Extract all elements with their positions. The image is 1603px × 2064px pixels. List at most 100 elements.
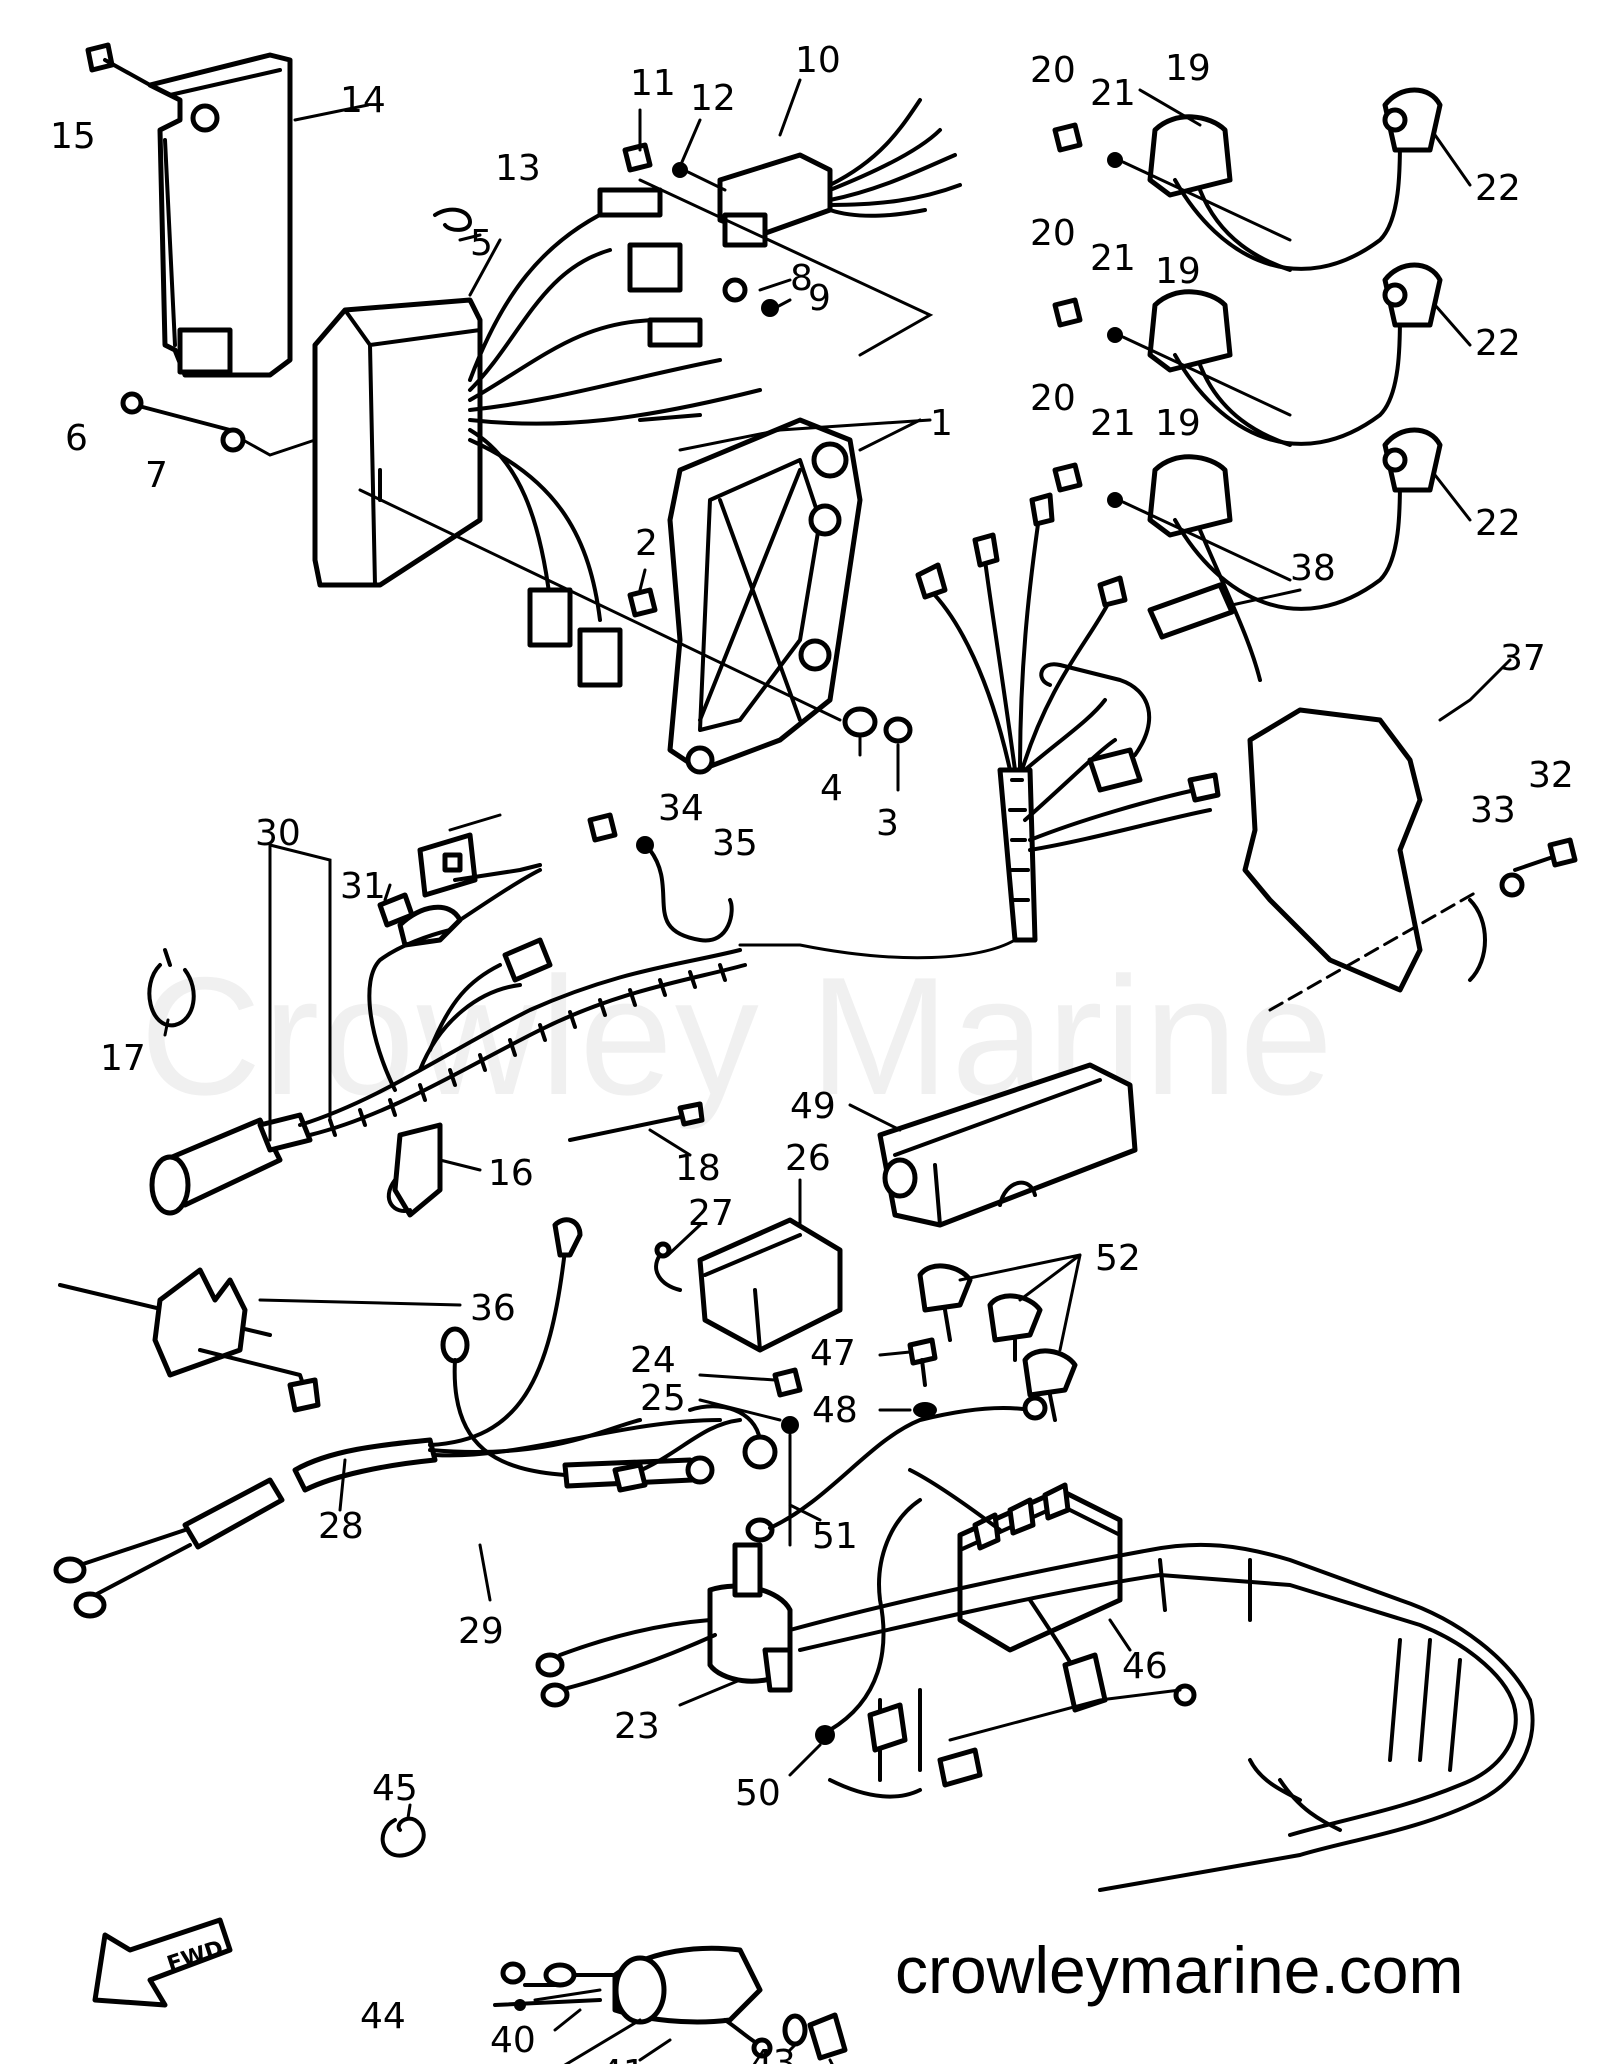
main-harness: [738, 492, 1221, 960]
part-13-clip: [433, 207, 472, 232]
callout-numbers: 14 15 13 5 11 12 10 8 9 6 7 1 2 4 3 20 2…: [50, 40, 1574, 2064]
part-47-bolt: [907, 1337, 938, 1387]
callout-7: 7: [145, 455, 168, 496]
ground-wire: [1468, 898, 1487, 982]
mount-line-1: [358, 488, 842, 722]
part-16-bracket: [386, 1122, 443, 1218]
part-39-solenoid: [493, 1945, 773, 2059]
part-26-cover: [697, 1217, 843, 1353]
callout-20a: 20: [1030, 50, 1076, 91]
part-52-caps: [917, 1263, 1078, 1422]
part-36-holder: [58, 1267, 321, 1413]
part-3-collar: [883, 716, 913, 744]
callout-19a: 19: [1165, 48, 1211, 89]
part-29-cable: [440, 1326, 715, 1489]
part-37-sensor: [1039, 662, 1152, 793]
callout-28: 28: [318, 1506, 364, 1547]
fwd-arrow-icon: FWD: [92, 1917, 233, 2008]
part-2-screw: [627, 587, 658, 618]
callout-13: 13: [495, 148, 541, 189]
bottom-cowl: [788, 1542, 1535, 1892]
part-46-relay-block: [908, 1468, 1123, 1713]
part-1-bracket: [667, 417, 932, 775]
callout-21c: 21: [1090, 403, 1136, 444]
callout-3: 3: [876, 803, 899, 844]
callout-24: 24: [630, 1340, 676, 1381]
ignition-coil-set-1: [1147, 87, 1443, 272]
coil-washers-21: [1107, 152, 1292, 582]
part-7-washer: [220, 427, 317, 457]
callout-35: 35: [712, 823, 758, 864]
part-11-screw: [622, 142, 653, 173]
callout-25: 25: [640, 1378, 686, 1419]
callout-33: 33: [1470, 790, 1516, 831]
callout-10: 10: [795, 40, 841, 81]
callout-26: 26: [785, 1138, 831, 1179]
part-18-tie: [568, 1101, 705, 1142]
callout-22c: 22: [1475, 503, 1521, 544]
part-48-washer: [913, 1402, 937, 1418]
callout-16: 16: [488, 1153, 534, 1194]
callout-22b: 22: [1475, 323, 1521, 364]
callout-9: 9: [808, 278, 831, 319]
part-38-tube: [1147, 582, 1235, 640]
callout-20b: 20: [1030, 213, 1076, 254]
callout-30: 30: [255, 813, 301, 854]
part-35-washer: [636, 836, 734, 943]
callout-47: 47: [810, 1333, 856, 1374]
watermark: Crowley Marine: [140, 942, 1335, 1130]
callout-19c: 19: [1155, 403, 1201, 444]
callout-45: 45: [372, 1768, 418, 1809]
part-28-harness: [53, 1217, 722, 1619]
callout-21b: 21: [1090, 238, 1136, 279]
part-6-bolt: [120, 391, 232, 432]
callout-19b: 19: [1155, 251, 1201, 292]
callout-15: 15: [50, 116, 96, 157]
coil-bolts-20: [1052, 122, 1083, 493]
cover-panel: [1242, 707, 1423, 993]
callout-49: 49: [790, 1086, 836, 1127]
part-42-bolt: [807, 2012, 848, 2061]
part-12-washer: [672, 162, 727, 192]
ignition-coil-set-3: [1147, 427, 1443, 682]
part-8-nut: [722, 277, 748, 303]
part-27-clip: [654, 1241, 682, 1292]
callout-12: 12: [690, 78, 736, 119]
part-32-bolt: [1513, 837, 1578, 872]
site-url: crowleymarine.com: [895, 1933, 1464, 2007]
callout-1: 1: [930, 403, 953, 444]
part-15-bolt: [85, 42, 152, 87]
callout-38: 38: [1290, 548, 1336, 589]
callout-52: 52: [1095, 1238, 1141, 1279]
callout-17: 17: [100, 1038, 146, 1079]
callout-48: 48: [812, 1390, 858, 1431]
cdi-wires: [468, 187, 762, 688]
callout-23: 23: [614, 1706, 660, 1747]
part-14-cover: [147, 52, 293, 378]
callout-18: 18: [675, 1148, 721, 1189]
part-45-clip: [380, 1816, 426, 1858]
callout-5: 5: [470, 223, 493, 264]
part-4-grommet: [842, 706, 878, 738]
callout-6: 6: [65, 418, 88, 459]
callout-40: 40: [490, 2020, 536, 2061]
part-30-main-harness: [149, 832, 747, 1216]
callout-34: 34: [658, 788, 704, 829]
callout-8: 8: [790, 258, 813, 299]
part-33-washer: [1499, 872, 1525, 898]
callout-4: 4: [820, 768, 843, 809]
callout-14: 14: [340, 80, 386, 121]
mount-line-10: [638, 178, 934, 357]
part-50-clip: [815, 1498, 922, 1745]
callout-20c: 20: [1030, 378, 1076, 419]
part-51-cable: [745, 1395, 1048, 1543]
callout-32: 32: [1528, 755, 1574, 796]
part-25-washer: [781, 1416, 799, 1547]
relay-cable: [612, 1404, 778, 1493]
leader-lines: [163, 78, 1512, 2064]
callout-41: 41: [600, 2053, 646, 2064]
callout-27: 27: [688, 1193, 734, 1234]
callout-22a: 22: [1475, 168, 1521, 209]
